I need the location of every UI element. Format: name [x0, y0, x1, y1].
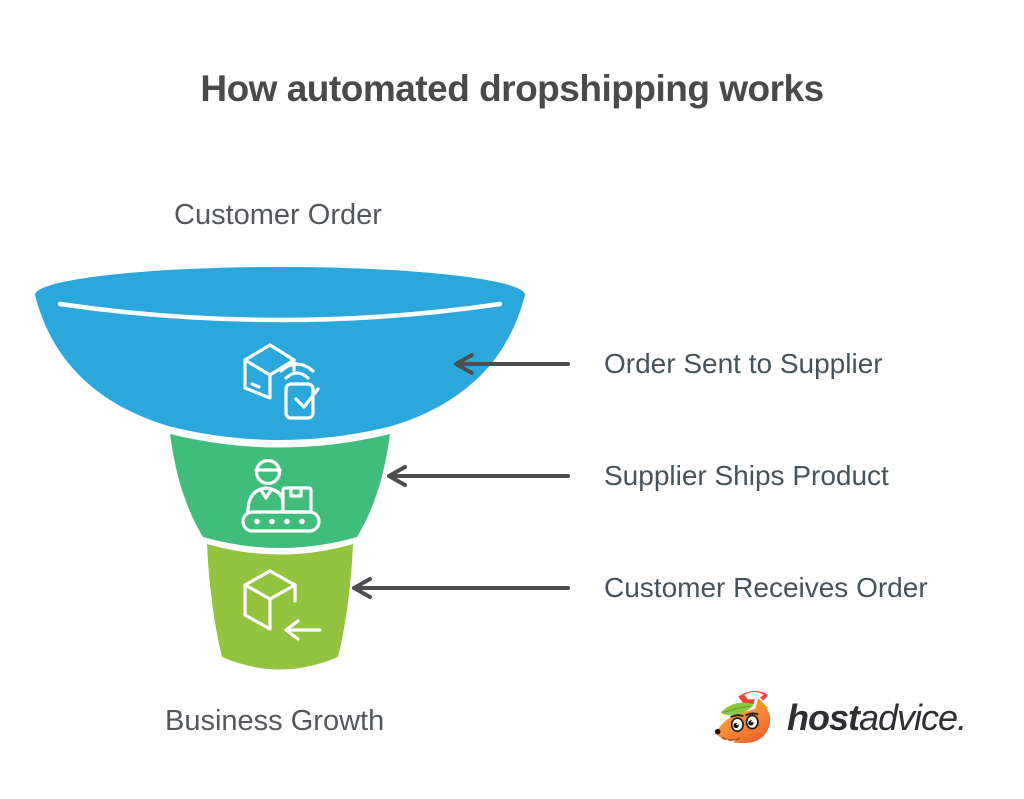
funnel-graphic	[35, 267, 525, 670]
funnel-stage-supplier-ships	[170, 434, 390, 548]
logo-text-host: host	[787, 697, 860, 738]
order-sent-icon	[243, 343, 320, 420]
customer-receives-icon	[243, 569, 322, 641]
logo-text-advice: advice.	[859, 697, 967, 738]
stage-label-supplier-ships: Supplier Ships Product	[604, 460, 889, 491]
funnel-bottom-label: Business Growth	[165, 705, 385, 737]
page-title: How automated dropshipping works	[200, 68, 824, 109]
logo-wordmark: hostadvice.	[787, 697, 967, 747]
arrow-left-icon	[454, 353, 570, 375]
hostadvice-logo: hostadvice.	[712, 684, 967, 760]
stage-label-order-sent: Order Sent to Supplier	[604, 348, 883, 379]
arrow-left-icon	[387, 465, 570, 487]
supplier-ships-icon	[241, 458, 321, 533]
arrow-left-icon	[352, 577, 570, 599]
fox-mascot-icon	[714, 690, 774, 744]
funnel-rim-highlight	[57, 301, 503, 323]
funnel-stage-customer-receives	[207, 544, 353, 670]
funnel-top-label: Customer Order	[174, 199, 382, 231]
funnel-stage-order-sent	[35, 267, 525, 440]
stage-label-customer-receives: Customer Receives Order	[604, 572, 928, 603]
